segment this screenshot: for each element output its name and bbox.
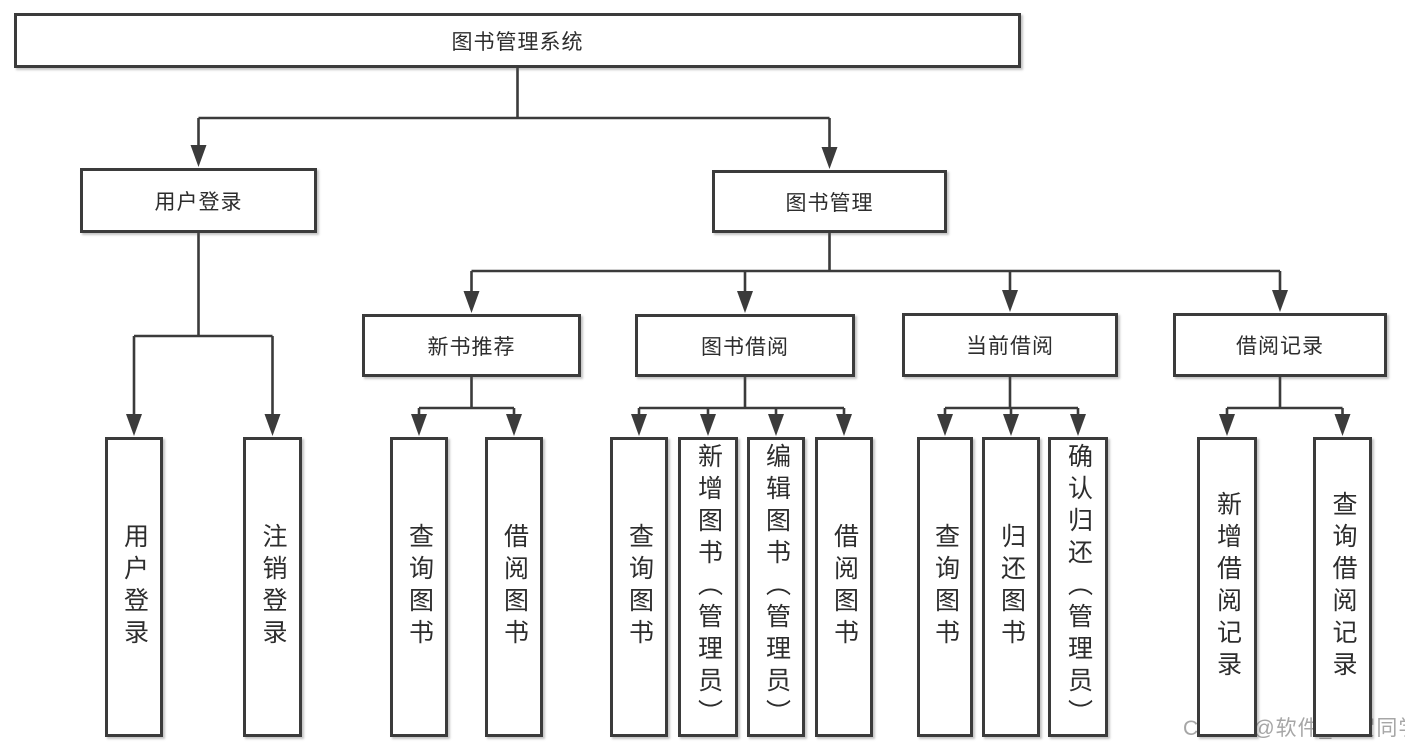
arrowhead-icon	[937, 414, 953, 436]
node-label-leaf-return-book: 归还图书	[997, 523, 1026, 651]
node-label-leaf-add-book: 新增图书（管理员）	[694, 443, 723, 731]
node-label-borrow-records: 借阅记录	[1236, 335, 1324, 358]
node-label-book-mgmt: 图书管理	[785, 191, 874, 215]
arrowhead-icon	[1219, 414, 1235, 436]
node-leaf-return-book: 归还图书	[982, 437, 1040, 737]
node-label-system: 图书管理系统	[451, 30, 584, 54]
node-label-leaf-query-book-b: 查询图书	[625, 523, 654, 651]
node-label-leaf-user-login: 用户登录	[120, 523, 149, 651]
node-label-current-borrow: 当前借阅	[966, 335, 1054, 358]
node-leaf-borrow-book-a: 借阅图书	[485, 437, 543, 737]
arrowhead-icon	[1334, 414, 1351, 436]
node-system: 图书管理系统	[14, 13, 1021, 68]
node-label-leaf-query-book-c: 查询图书	[931, 523, 960, 651]
node-leaf-query-book-a: 查询图书	[390, 437, 448, 737]
node-label-leaf-confirm-return: 确认归还（管理员）	[1064, 443, 1093, 731]
node-leaf-edit-book: 编辑图书（管理员）	[747, 437, 805, 737]
node-label-user-login: 用户登录	[154, 190, 243, 214]
node-label-leaf-query-record: 查询借阅记录	[1329, 491, 1357, 683]
node-leaf-add-record: 新增借阅记录	[1197, 437, 1257, 737]
arrowhead-icon	[190, 145, 207, 167]
node-leaf-query-book-c: 查询图书	[917, 437, 973, 737]
node-label-leaf-add-record: 新增借阅记录	[1213, 491, 1242, 683]
node-current-borrow: 当前借阅	[902, 313, 1118, 377]
node-user-login: 用户登录	[80, 168, 317, 233]
node-leaf-borrow-book-b: 借阅图书	[815, 437, 873, 737]
node-book-mgmt: 图书管理	[712, 170, 947, 233]
arrowhead-icon	[506, 414, 522, 436]
arrowhead-icon	[411, 414, 427, 436]
arrowhead-icon	[737, 291, 753, 313]
node-label-new-book-rec: 新书推荐	[427, 335, 516, 359]
connector-elbow-path	[132, 68, 1344, 417]
arrowhead-icon	[126, 414, 142, 436]
node-leaf-user-login: 用户登录	[105, 437, 163, 737]
node-label-book-borrow: 图书借阅	[701, 335, 789, 359]
node-borrow-records: 借阅记录	[1173, 313, 1387, 377]
arrowhead-icon	[1003, 414, 1019, 436]
arrowhead-icon	[768, 414, 784, 436]
node-book-borrow: 图书借阅	[635, 314, 855, 377]
node-label-leaf-query-book-a: 查询图书	[405, 523, 434, 651]
node-leaf-confirm-return: 确认归还（管理员）	[1048, 437, 1108, 737]
node-label-leaf-borrow-book-a: 借阅图书	[500, 523, 529, 651]
arrowhead-icon	[463, 291, 480, 313]
node-label-leaf-edit-book: 编辑图书（管理员）	[762, 443, 791, 731]
arrowhead-icon	[1070, 414, 1086, 436]
arrowhead-icon	[1272, 290, 1288, 312]
node-leaf-query-book-b: 查询图书	[610, 437, 668, 737]
arrowhead-icon	[836, 414, 852, 436]
arrowhead-icon	[700, 414, 716, 436]
node-new-book-rec: 新书推荐	[362, 314, 581, 377]
node-leaf-logout: 注销登录	[243, 437, 302, 737]
node-label-leaf-logout: 注销登录	[259, 523, 287, 651]
arrowhead-icon	[1002, 290, 1018, 312]
node-label-leaf-borrow-book-b: 借阅图书	[830, 523, 859, 651]
node-leaf-query-record: 查询借阅记录	[1313, 437, 1372, 737]
arrowhead-icon	[631, 414, 647, 436]
arrowhead-icon	[821, 147, 838, 169]
node-leaf-add-book: 新增图书（管理员）	[678, 437, 738, 737]
arrowhead-icon	[264, 414, 281, 436]
